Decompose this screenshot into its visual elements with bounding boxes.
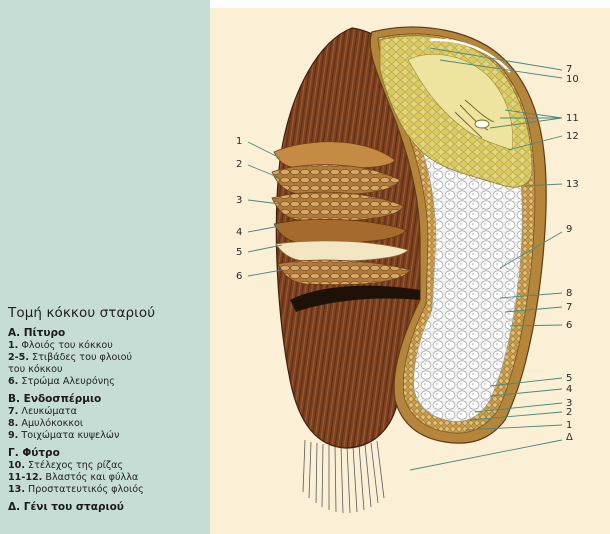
legend-item: 13. Προστατευτικός φλοιός [8, 484, 208, 496]
legend-title: Τομή κόκκου σταριού [8, 305, 208, 321]
callout-right-12: 12 [566, 131, 579, 142]
legend-item: 11-12. Βλαστός και φύλλα [8, 472, 208, 484]
legend-item: 6. Στρώμα Αλευρόνης [8, 376, 208, 388]
legend-heading: Γ. Φύτρο [8, 447, 208, 460]
legend-item: 9. Τοιχώματα κυψελών [8, 430, 208, 442]
callout-left-6: 6 [236, 271, 242, 282]
callout-labels-left: 1 2 3 4 5 6 [236, 136, 242, 282]
callout-labels-right: 7 10 11 12 13 9 8 7 6 5 4 3 2 1 Δ [566, 64, 579, 443]
legend-item: 8. Αμυλόκοκκοι [8, 418, 208, 430]
callout-right-10: 10 [566, 74, 579, 85]
legend-heading: Β. Ενδοσπέρμιο [8, 393, 208, 406]
callout-right-5: 5 [566, 373, 572, 384]
legend-item: 7. Λευκώματα [8, 406, 208, 418]
callout-right-11: 11 [566, 113, 579, 124]
legend: Τομή κόκκου σταριού Α. Πίτυρο 1. Φλοιός … [8, 305, 208, 514]
callout-left-5: 5 [236, 247, 242, 258]
legend-item: 10. Στέλεχος της ρίζας [8, 460, 208, 472]
callout-right-8: 8 [566, 288, 572, 299]
legend-section-bran: Α. Πίτυρο 1. Φλοιός του κόκκου 2-5. Στιβ… [8, 327, 208, 388]
callout-right-7b: 7 [566, 302, 572, 313]
callout-right-1: 1 [566, 420, 572, 431]
callout-right-delta: Δ [566, 432, 573, 443]
beard [303, 440, 384, 513]
legend-heading-beard: Δ. Γένι του σταριού [8, 501, 208, 514]
legend-section-endosperm: Β. Ενδοσπέρμιο 7. Λευκώματα 8. Αμυλόκοκκ… [8, 393, 208, 442]
legend-item: 1. Φλοιός του κόκκου [8, 340, 208, 352]
callout-left-1: 1 [236, 136, 242, 147]
callout-right-13: 13 [566, 179, 579, 190]
callout-right-4: 4 [566, 384, 572, 395]
callout-right-2: 2 [566, 407, 572, 418]
callout-left-4: 4 [236, 227, 242, 238]
callout-left-2: 2 [236, 159, 242, 170]
legend-item: του κόκκου [8, 364, 208, 376]
legend-heading: Α. Πίτυρο [8, 327, 208, 340]
callout-left-3: 3 [236, 195, 242, 206]
callout-right-6: 6 [566, 320, 572, 331]
legend-section-germ: Γ. Φύτρο 10. Στέλεχος της ρίζας 11-12. Β… [8, 447, 208, 496]
callout-right-9: 9 [566, 224, 572, 235]
legend-item: 2-5. Στιβάδες του φλοιού [8, 352, 208, 364]
